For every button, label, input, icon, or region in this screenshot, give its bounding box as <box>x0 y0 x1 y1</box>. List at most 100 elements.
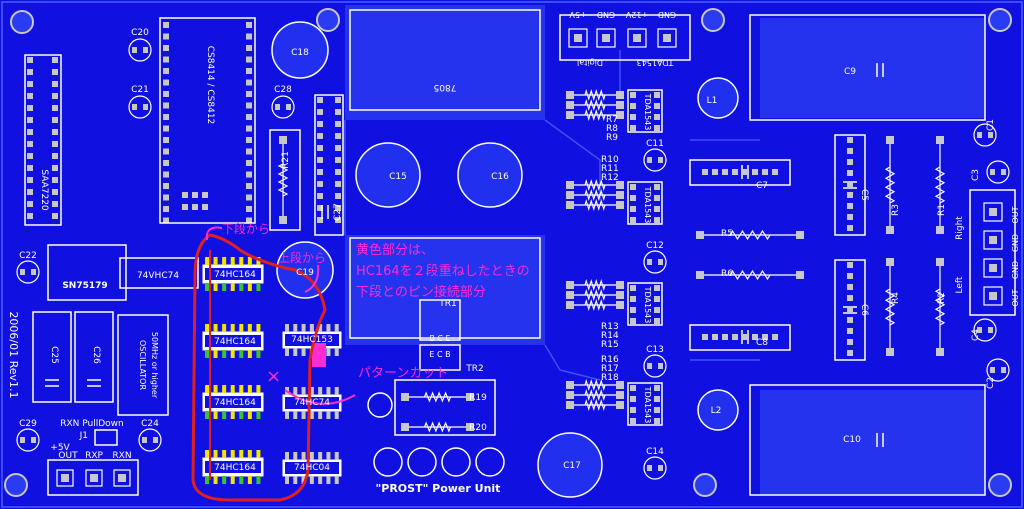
pad <box>602 34 610 42</box>
pad <box>401 423 409 431</box>
pad <box>886 348 894 356</box>
small-cap-body <box>128 95 152 119</box>
tda-pin <box>654 296 660 302</box>
cap-pad <box>752 169 758 175</box>
pad <box>658 363 663 369</box>
tda1543-outline <box>627 181 663 225</box>
cap-pad <box>847 328 853 334</box>
saa7220-pin <box>52 93 58 99</box>
tda2-label: TDA1543 <box>643 93 652 131</box>
pad <box>658 465 663 471</box>
chip-pin-bottom <box>326 411 331 419</box>
terminal-square <box>983 286 1003 306</box>
saa7220-pin <box>52 177 58 183</box>
tda1543-outline <box>627 89 663 133</box>
sn75179-label: SN75179 <box>62 281 107 291</box>
saa7220-pin <box>27 213 33 219</box>
r6-body-zigzag <box>729 269 771 281</box>
saa7220-pin <box>52 141 58 147</box>
tda-pin <box>630 418 636 424</box>
chip-pin-top <box>293 387 298 395</box>
tr2-outline <box>419 344 461 371</box>
chip-pin-top <box>230 324 235 332</box>
chip-pin-bottom <box>213 411 218 419</box>
cs8414-pin <box>163 45 169 51</box>
chip-pin-top <box>247 385 252 393</box>
c6-outline <box>834 259 866 361</box>
led-body <box>367 392 393 418</box>
chip-pin-bottom <box>239 350 244 358</box>
saa7220-pin <box>27 93 33 99</box>
pad <box>647 363 652 369</box>
c26-label: C26 <box>91 346 101 364</box>
pad <box>90 474 98 482</box>
cs8414-pin <box>163 68 169 74</box>
c18-label: C18 <box>291 48 309 58</box>
tda-pin <box>630 92 636 98</box>
oscillator-label: OSCILLATOR <box>138 340 147 390</box>
chip-pin-top <box>326 324 331 332</box>
pad <box>990 367 995 373</box>
c28-label: C28 <box>274 85 292 95</box>
chip-pin-bottom <box>301 411 306 419</box>
pad <box>616 111 624 119</box>
pad <box>401 393 409 401</box>
r13-label: R13 <box>601 322 619 332</box>
cap-pad <box>847 203 853 209</box>
pad <box>574 34 582 42</box>
cs8414-pin <box>246 68 252 74</box>
annotation-arrows <box>205 226 356 405</box>
r1-label: R1 <box>937 204 947 216</box>
cap-pad <box>702 169 708 175</box>
chip-pin-top <box>309 452 314 460</box>
chip-pin-bottom <box>285 476 289 484</box>
pad <box>658 157 663 163</box>
connector-pin <box>317 133 323 139</box>
cap-pad <box>742 169 748 175</box>
r21-outline <box>269 129 301 231</box>
chip-pin-bottom <box>239 283 244 291</box>
tr2-pins: E C B <box>429 350 450 359</box>
tda-pin <box>630 318 636 324</box>
cap-pad <box>772 169 778 175</box>
small-cap-body <box>973 318 997 342</box>
cs8414-pin <box>163 217 169 224</box>
saa7220-pin <box>52 189 58 195</box>
tr2-label: TR2 <box>465 364 483 374</box>
connector-pin <box>317 157 323 163</box>
r5-label: R5 <box>721 229 733 239</box>
top-gnd2-label: GND <box>658 10 676 19</box>
connector-pin <box>317 121 323 127</box>
cap-pad <box>847 181 853 187</box>
chip-pin-top <box>230 385 235 393</box>
r5-body-zigzag <box>729 229 771 241</box>
mounting-hole <box>4 473 28 497</box>
cap-pad <box>847 350 853 356</box>
arrow-upper <box>304 264 320 293</box>
pattern-cut-outline <box>191 233 327 502</box>
pad <box>616 391 624 399</box>
c5-label: C5 <box>859 189 869 201</box>
annotation-upper-from: 上段から <box>278 250 326 265</box>
gnd2-label: GND <box>1011 261 1020 279</box>
c4-label: C4 <box>971 329 981 341</box>
pad <box>989 236 997 244</box>
cs8414-pin <box>163 102 169 109</box>
sn75179-outline <box>47 244 127 301</box>
r1-body-zigzag <box>934 166 946 204</box>
oscillator-spec: 50MHz or higher <box>150 332 159 399</box>
chip-pin-top <box>318 324 323 332</box>
chip-pin-top <box>334 452 339 460</box>
pad <box>977 132 982 138</box>
transformer-outline <box>349 237 541 339</box>
chip-pin-bottom <box>247 350 252 358</box>
c19-body <box>276 241 334 299</box>
pad <box>182 204 188 210</box>
r20-label: R20 <box>469 423 487 433</box>
mounting-holes <box>4 8 1012 497</box>
cs8414-pin <box>163 79 169 86</box>
c17-label: C17 <box>563 461 581 471</box>
c20-label: C20 <box>131 28 149 38</box>
pad <box>616 381 624 389</box>
